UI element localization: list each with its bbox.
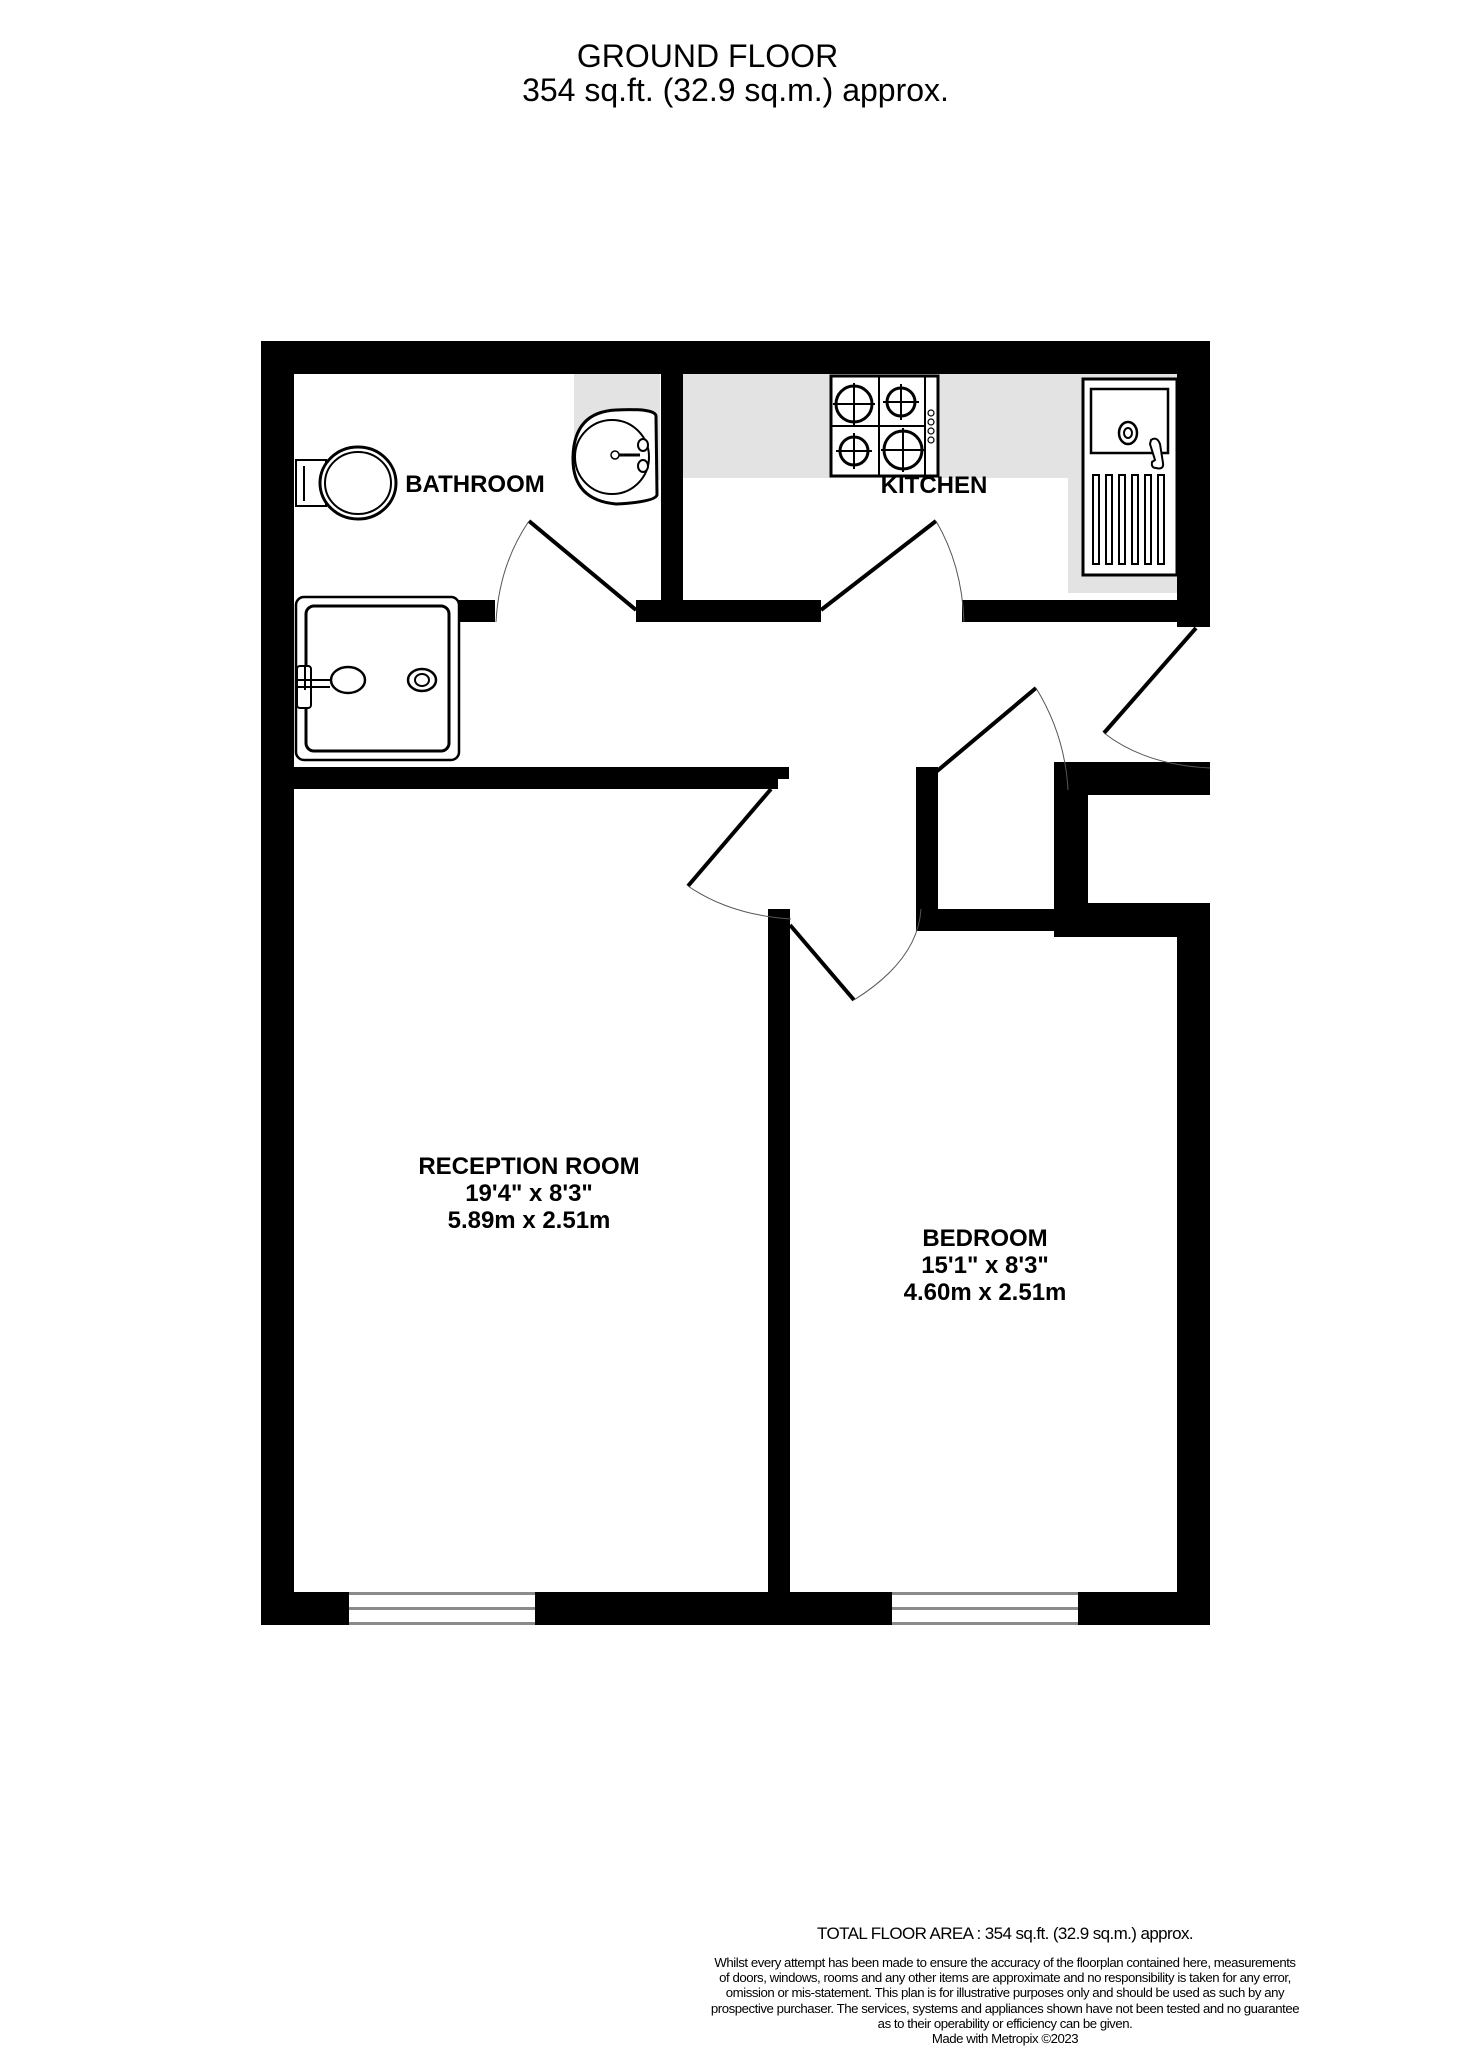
- floor-title: GROUND FLOOR: [576, 38, 839, 74]
- shower-tray-icon: [294, 595, 461, 762]
- total-floor-area: TOTAL FLOOR AREA : 354 sq.ft. (32.9 sq.m…: [817, 1924, 1194, 1943]
- floor-area-subtitle: 354 sq.ft. (32.9 sq.m.) approx.: [522, 72, 949, 108]
- basin-icon: [571, 408, 659, 506]
- window-icon: [349, 1592, 535, 1625]
- room-name: RECEPTION ROOM: [418, 1153, 640, 1180]
- room-dimensions-metric: 5.89m x 2.51m: [447, 1207, 611, 1234]
- room-label-bathroom: BATHROOM: [405, 471, 545, 498]
- kitchen-sink-icon: [1081, 377, 1179, 577]
- room-dimensions-metric: 4.60m x 2.51m: [903, 1279, 1067, 1306]
- door-swing-icon: [495, 519, 1211, 1002]
- disclaimer-line: prospective purchaser. The services, sys…: [710, 2000, 1300, 2016]
- disclaimer-line: as to their operability or efficiency ca…: [877, 2015, 1133, 2031]
- disclaimer-line: Whilst every attempt has been made to en…: [714, 1955, 1296, 1970]
- room-label-kitchen: KITCHEN: [881, 472, 988, 499]
- room-dimensions-imperial: 15'1" x 8'3": [921, 1252, 1049, 1279]
- room-name: KITCHEN: [880, 472, 988, 499]
- walls: [261, 341, 1210, 1625]
- window-icon: [892, 1592, 1078, 1625]
- credit: Made with Metropix ©2023: [931, 2031, 1079, 2047]
- room-label-bedroom: BEDROOM 15'1" x 8'3" 4.60m x 2.51m: [904, 1225, 1067, 1306]
- toilet-icon: [295, 445, 398, 521]
- room-name: BEDROOM: [922, 1225, 1048, 1252]
- disclaimer: Whilst every attempt has been made to en…: [710, 1955, 1300, 2047]
- room-name: BATHROOM: [405, 471, 545, 498]
- disclaimer-line: of doors, windows, rooms and any other i…: [719, 1970, 1291, 1986]
- room-label-reception: RECEPTION ROOM 19'4" x 8'3" 5.89m x 2.51…: [418, 1153, 639, 1234]
- hob-icon: [829, 374, 940, 478]
- disclaimer-line: omission or mis-statement. This plan is …: [725, 1985, 1285, 2001]
- room-dimensions-imperial: 19'4" x 8'3": [465, 1180, 593, 1207]
